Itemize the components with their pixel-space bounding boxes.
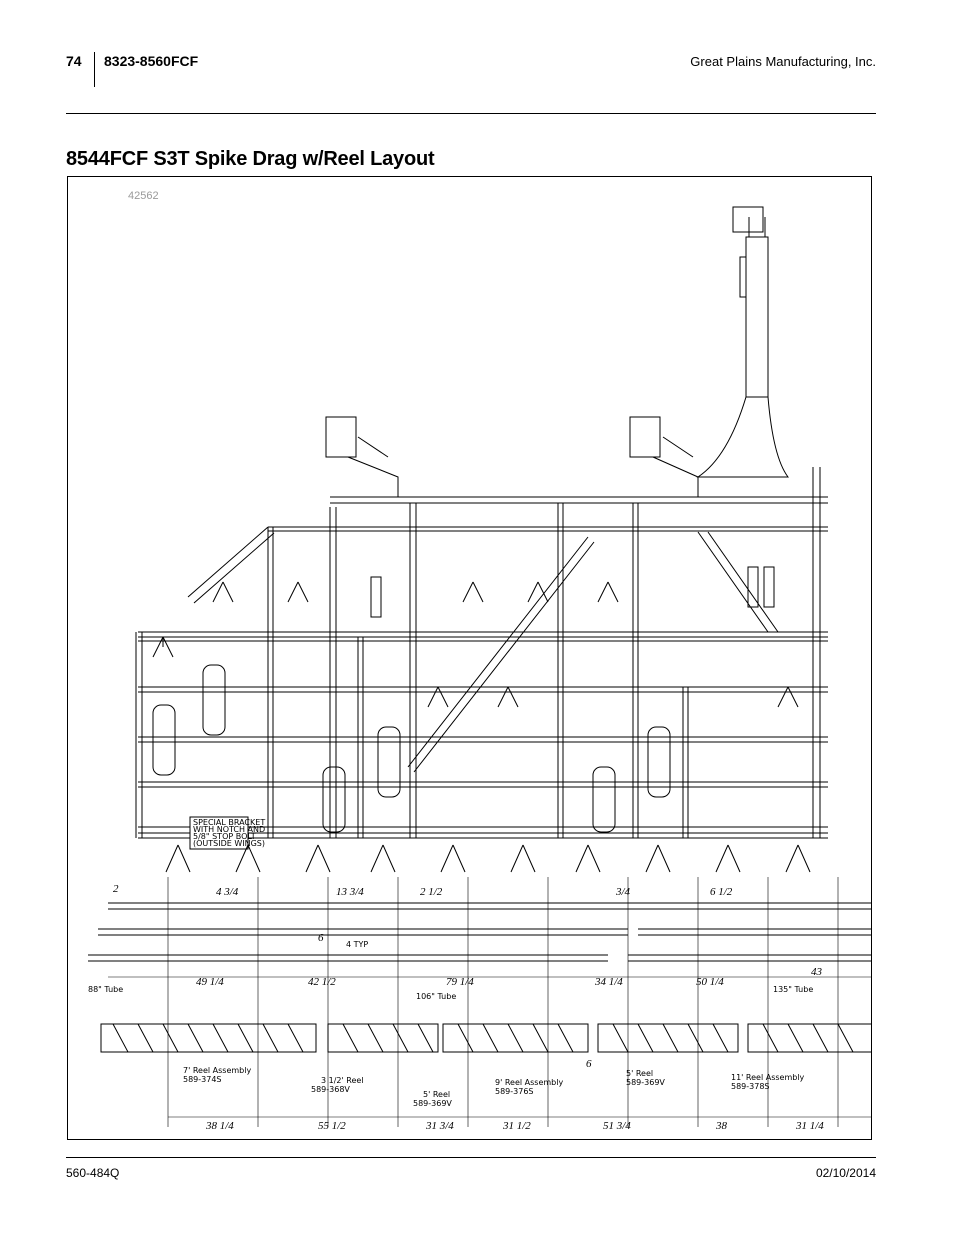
document-number: 560-484Q <box>66 1166 120 1180</box>
reel-11 <box>747 1023 871 1053</box>
document-date: 02/10/2014 <box>815 1166 876 1180</box>
tube-88-label: 88" Tube <box>88 985 123 994</box>
dim-row1-6: 6 1/2 <box>710 886 733 898</box>
company-name: Great Plains Manufacturing, Inc. <box>690 54 876 69</box>
dim-row2-3: 79 1/4 <box>446 976 474 988</box>
special-bracket-line1: SPECIAL BRACKET <box>193 818 265 827</box>
rear-frame <box>138 826 828 839</box>
reel-7-label: 7' Reel Assembly <box>183 1066 251 1075</box>
dim-row1-2: 4 3/4 <box>216 886 239 898</box>
page-number: 74 <box>66 53 82 69</box>
left-lift-tower <box>325 416 357 458</box>
wheel-3 <box>322 766 346 833</box>
tongue-taper <box>696 396 789 478</box>
dim-misc-1: 6 <box>318 932 324 944</box>
reel-7-part: 589-374S <box>183 1075 222 1084</box>
tube-rows <box>88 902 871 962</box>
dim-row1-4: 2 1/2 <box>420 886 443 898</box>
top-frame <box>330 496 828 504</box>
hitch-clevis <box>732 206 764 233</box>
reel-7 <box>100 1023 317 1053</box>
spike-tines <box>152 581 811 873</box>
center-brace <box>407 536 595 773</box>
dim-bottom-3: 31 3/4 <box>425 1120 454 1132</box>
dim-misc-2: 6 <box>586 1058 592 1070</box>
dimension-lines <box>108 877 871 1127</box>
cylinder-1 <box>370 576 382 618</box>
reel-5-label: 5' Reel <box>423 1090 450 1099</box>
figure-id: 42562 <box>128 190 159 202</box>
four-typ-label: 4 TYP <box>346 940 368 949</box>
dim-row2-2: 42 1/2 <box>308 976 336 988</box>
header-divider <box>94 52 95 87</box>
page-title: 8544FCF S3T Spike Drag w/Reel Layout <box>66 148 435 170</box>
wing-brace <box>187 526 275 604</box>
wheel-2 <box>202 664 226 736</box>
reel-3-5-part: 589-368V <box>311 1085 350 1094</box>
wheel-1 <box>152 704 176 776</box>
dim-row2-5: 50 1/4 <box>696 976 724 988</box>
reel-assemblies <box>100 1023 871 1053</box>
header-rule <box>66 113 876 114</box>
dim-bottom-6: 38 <box>715 1120 728 1132</box>
reel-3-5-label: 3 1/2' Reel <box>321 1076 364 1085</box>
cylinder-2 <box>747 566 759 608</box>
reel-11-label: 11' Reel Assembly <box>731 1073 805 1082</box>
dim-bottom-4: 31 1/2 <box>502 1120 531 1132</box>
dim-row1-1: 2 <box>113 883 119 895</box>
callout-labels: SPECIAL BRACKET WITH NOTCH AND 5/8" STOP… <box>88 818 813 1108</box>
reel-5b-label: 5' Reel <box>626 1069 653 1078</box>
reel-3-5 <box>327 1023 439 1053</box>
dim-row2-1: 49 1/4 <box>196 976 224 988</box>
dim-bottom-7: 31 1/4 <box>795 1120 824 1132</box>
special-bracket-line2: WITH NOTCH AND <box>193 825 265 834</box>
dim-row2-6: 43 <box>811 966 823 978</box>
reel-5-part: 589-369V <box>413 1099 452 1108</box>
dim-bottom-1: 38 1/4 <box>205 1120 234 1132</box>
layout-figure: 42562 <box>67 176 872 1140</box>
special-bracket-box <box>189 816 249 850</box>
footer-rule <box>66 1157 876 1158</box>
right-lift-tower <box>629 416 661 458</box>
hitch-tongue <box>745 217 769 398</box>
dim-row2-4: 34 1/4 <box>594 976 623 988</box>
wheel-4 <box>377 726 401 798</box>
reel-5b-part: 589-369V <box>626 1078 665 1087</box>
dim-row1-3: 13 3/4 <box>336 886 364 898</box>
reel-9-label: 9' Reel Assembly <box>495 1078 563 1087</box>
main-frame <box>138 631 828 642</box>
wheel-5 <box>592 766 616 833</box>
dim-bottom-5: 51 3/4 <box>603 1120 631 1132</box>
dim-row1-5: 3/4 <box>615 886 631 898</box>
reel-9-part: 589-376S <box>495 1087 534 1096</box>
tube-135-label: 135" Tube <box>773 985 813 994</box>
special-bracket-line3: 5/8" STOP BOLT <box>193 832 256 841</box>
dim-bottom-2: 55 1/2 <box>318 1120 346 1132</box>
spike-drag-drawing: SPECIAL BRACKET WITH NOTCH AND 5/8" STOP… <box>88 206 871 1132</box>
model-number: 8323-8560FCF <box>104 53 199 69</box>
reel-5 <box>597 1023 739 1053</box>
wheel-6 <box>647 726 671 798</box>
reel-11-part: 589-378S <box>731 1082 770 1091</box>
dimension-values: 2 4 3/4 13 3/4 2 1/2 3/4 6 1/2 49 1/4 42… <box>113 883 824 1132</box>
tube-106-label: 106" Tube <box>416 992 456 1001</box>
special-bracket-line4: (OUTSIDE WINGS) <box>193 839 265 848</box>
reel-9 <box>442 1023 589 1053</box>
